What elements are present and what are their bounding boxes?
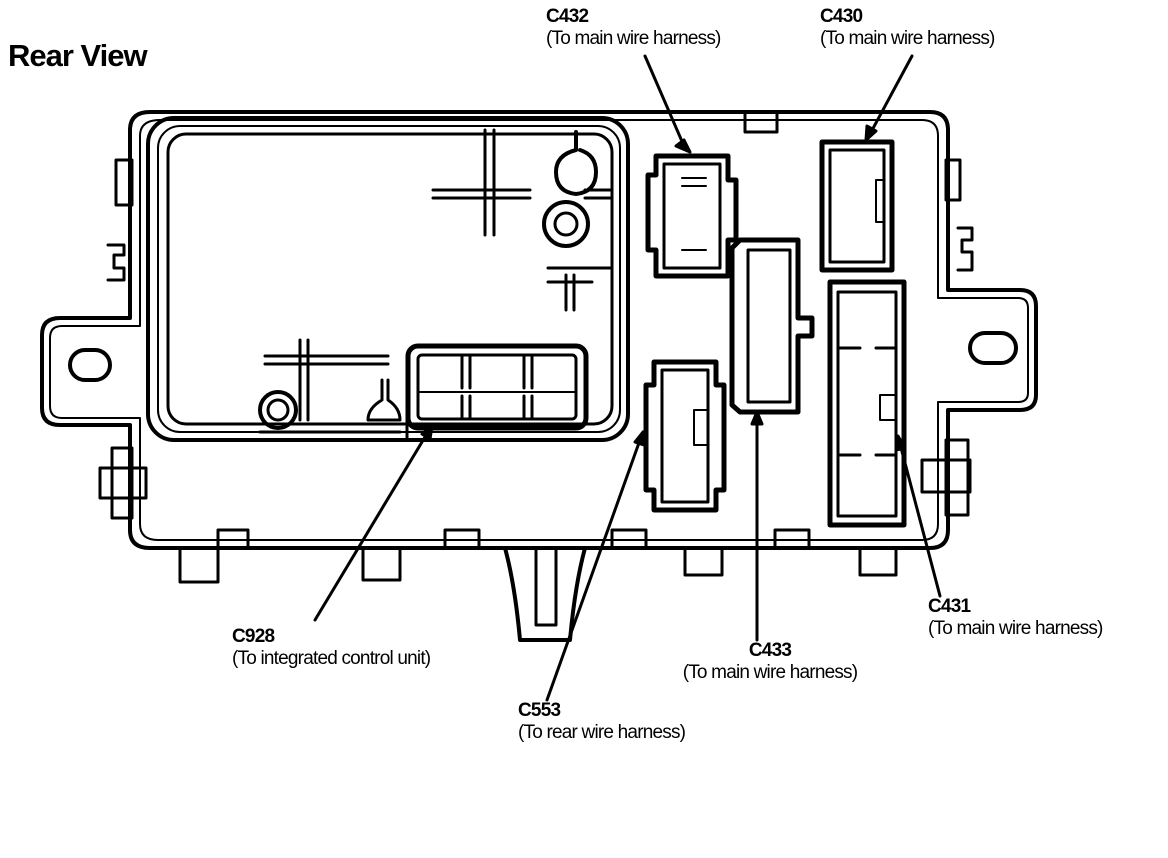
label-c432: C432 (To main wire harness) (546, 6, 721, 50)
connector-code: C431 (928, 596, 971, 617)
panel-ribs (258, 128, 614, 442)
connector-c433 (729, 237, 815, 415)
connector-code: C432 (546, 6, 589, 27)
leader-lines (313, 54, 942, 702)
label-c430: C430 (To main wire harness) (820, 6, 995, 50)
connector-c928 (405, 343, 589, 431)
connector-c430 (819, 139, 895, 273)
connector-description: (To rear wire harness) (518, 722, 686, 743)
left-side-tabs (98, 158, 148, 520)
connector-description: (To main wire harness) (820, 28, 995, 49)
label-c928: C928 (To integrated control unit) (232, 626, 431, 670)
right-side-tabs (920, 158, 974, 517)
mounting-holes (68, 331, 1018, 382)
connector-code: C553 (518, 700, 561, 721)
connector-c553 (643, 359, 727, 513)
label-c553: C553 (To rear wire harness) (518, 700, 686, 744)
connector-description: (To integrated control unit) (232, 648, 431, 669)
bottom-tabs (178, 528, 898, 642)
connector-c431 (827, 279, 907, 528)
label-c433: C433 (To main wire harness) (658, 640, 882, 684)
page-title: Rear View (8, 38, 148, 73)
label-c431: C431 (To main wire harness) (928, 596, 1103, 640)
top-tab (743, 110, 779, 134)
connector-description: (To main wire harness) (682, 662, 858, 683)
panel-bosses (258, 130, 598, 430)
connector-code: C430 (820, 6, 863, 27)
connector-code: C433 (748, 640, 792, 661)
connector-description: (To main wire harness) (546, 28, 721, 49)
connector-description: (To main wire harness) (928, 618, 1103, 639)
housing-outline (40, 110, 1038, 550)
connector-c432 (645, 153, 739, 279)
connector-code: C928 (232, 626, 275, 647)
